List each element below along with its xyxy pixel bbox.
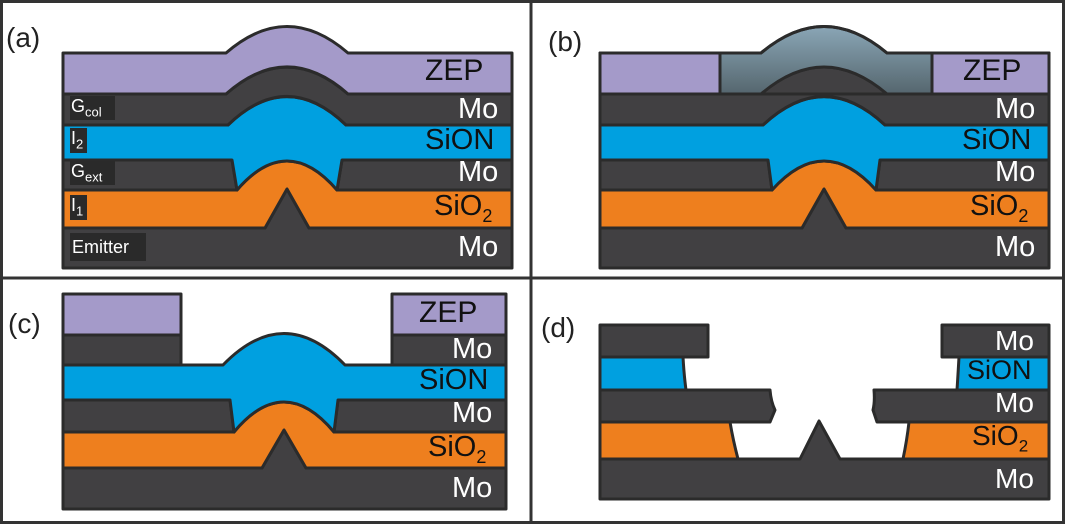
zep-unexposed-left: [598, 51, 722, 96]
gcol-layer-left: [598, 323, 710, 359]
sion-layer-right: [955, 355, 1051, 392]
label-zep: ZEP: [419, 296, 478, 329]
sio2-layer-right: [901, 420, 1051, 461]
gcol-layer-left: [61, 333, 183, 367]
zep-layer-right: [390, 292, 508, 337]
i1-label-bg: [70, 195, 87, 220]
gext-label-bg: [70, 161, 115, 185]
label-sio2: SiO2: [428, 431, 487, 467]
label-sio2: SiO2: [434, 190, 493, 226]
label-mo-gcol: Mo: [458, 93, 499, 125]
gext-layer-right: [871, 388, 1051, 424]
zep-layer-left: [61, 292, 183, 337]
label-mo-emitter: Mo: [458, 231, 499, 263]
sion-layer: [61, 332, 508, 434]
label-sion: SiON: [967, 355, 1032, 385]
panel-c: [61, 292, 508, 511]
label-zep: ZEP: [963, 54, 1022, 87]
electrode-label-emitter: Emitter: [72, 237, 130, 257]
electrode-label-i2: I2: [71, 128, 84, 152]
gext-layer-left: [598, 158, 774, 192]
label-mo-gcol: Mo: [995, 325, 1034, 356]
panel-d: [598, 323, 1051, 501]
label-mo-gext: Mo: [995, 156, 1036, 188]
label-mo-emitter: Mo: [995, 231, 1036, 263]
i2-label-bg: [70, 128, 87, 153]
zep-layer: [61, 25, 514, 96]
label-sion: SiON: [962, 124, 1032, 156]
label-mo-gcol: Mo: [995, 93, 1036, 125]
label-mo-emitter: Mo: [452, 472, 493, 504]
zep-outline: [598, 25, 1051, 96]
label-sion: SiON: [419, 364, 489, 396]
label-mo-gext: Mo: [458, 156, 499, 188]
panel-label-a: (a): [6, 22, 41, 53]
electrode-label-gext: Gext: [71, 161, 103, 185]
panel-a: [61, 25, 514, 270]
label-mo-gext: Mo: [995, 387, 1034, 418]
label-sio2: SiO2: [970, 190, 1029, 226]
gcol-label-bg: [70, 96, 115, 120]
gext-layer-left: [598, 388, 777, 424]
gext-layer-left: [61, 398, 236, 434]
sio2-layer-left: [598, 420, 740, 461]
label-mo-gcol: Mo: [452, 333, 493, 365]
panel-label-c: (c): [8, 308, 41, 339]
electrode-label-gcol: Gcol: [71, 96, 102, 120]
label-sio2: SiO2: [972, 420, 1029, 456]
panel-label-d: (d): [541, 312, 576, 343]
panel-b: [598, 25, 1051, 270]
panel-a-electrode-labels: [70, 96, 146, 261]
label-mo-emitter: Mo: [995, 463, 1034, 494]
electrode-label-i1: I1: [71, 195, 84, 219]
label-mo-gext: Mo: [452, 397, 493, 429]
sion-layer-left: [598, 355, 688, 392]
emitter-label-bg: [70, 233, 146, 261]
label-zep: ZEP: [425, 54, 484, 87]
label-sion: SiON: [425, 124, 495, 156]
gcol-layer-right: [940, 323, 1051, 359]
panel-label-b: (b): [548, 26, 583, 57]
